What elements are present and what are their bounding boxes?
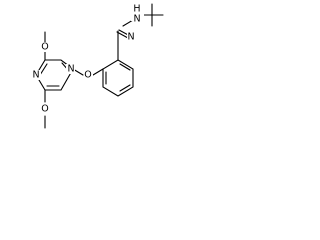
n-pyrimidine-right-label: N	[67, 64, 74, 75]
label-bg-n-upper	[127, 32, 136, 42]
n-pyrimidine-left-label: N	[32, 70, 39, 81]
o-methoxy-upper-label: O	[41, 42, 48, 53]
bond-ring-oxygen	[92, 68, 104, 76]
benzene-ring	[102, 59, 134, 97]
pyrimidine-inner-bond-1	[39, 63, 48, 76]
hydrazone-chain	[116, 19, 134, 61]
nh-hydrazone-label: N	[133, 14, 140, 25]
o-methoxy-lower-label: O	[41, 104, 48, 115]
benzene-outline	[102, 59, 134, 97]
benzene-inner-bond-2	[119, 84, 131, 92]
label-bg-o-lower	[41, 104, 50, 114]
label-bg-n-right	[66, 64, 75, 74]
label-bg-nh	[131, 6, 144, 21]
n-hydrazone-label: N	[127, 32, 134, 43]
label-bg-n-left	[32, 70, 41, 80]
benzene-inner-bond-1	[119, 63, 131, 71]
bond-c-n-double-a	[116, 31, 129, 39]
h-hydrazone-label: H	[133, 4, 140, 15]
label-bg-o-ether	[84, 70, 93, 80]
chemical-structure: N H N O N N O O	[32, 3, 164, 129]
tert-butyl-group	[141, 3, 164, 27]
o-ether-label: O	[84, 70, 91, 81]
label-bg-o-upper	[41, 42, 50, 52]
